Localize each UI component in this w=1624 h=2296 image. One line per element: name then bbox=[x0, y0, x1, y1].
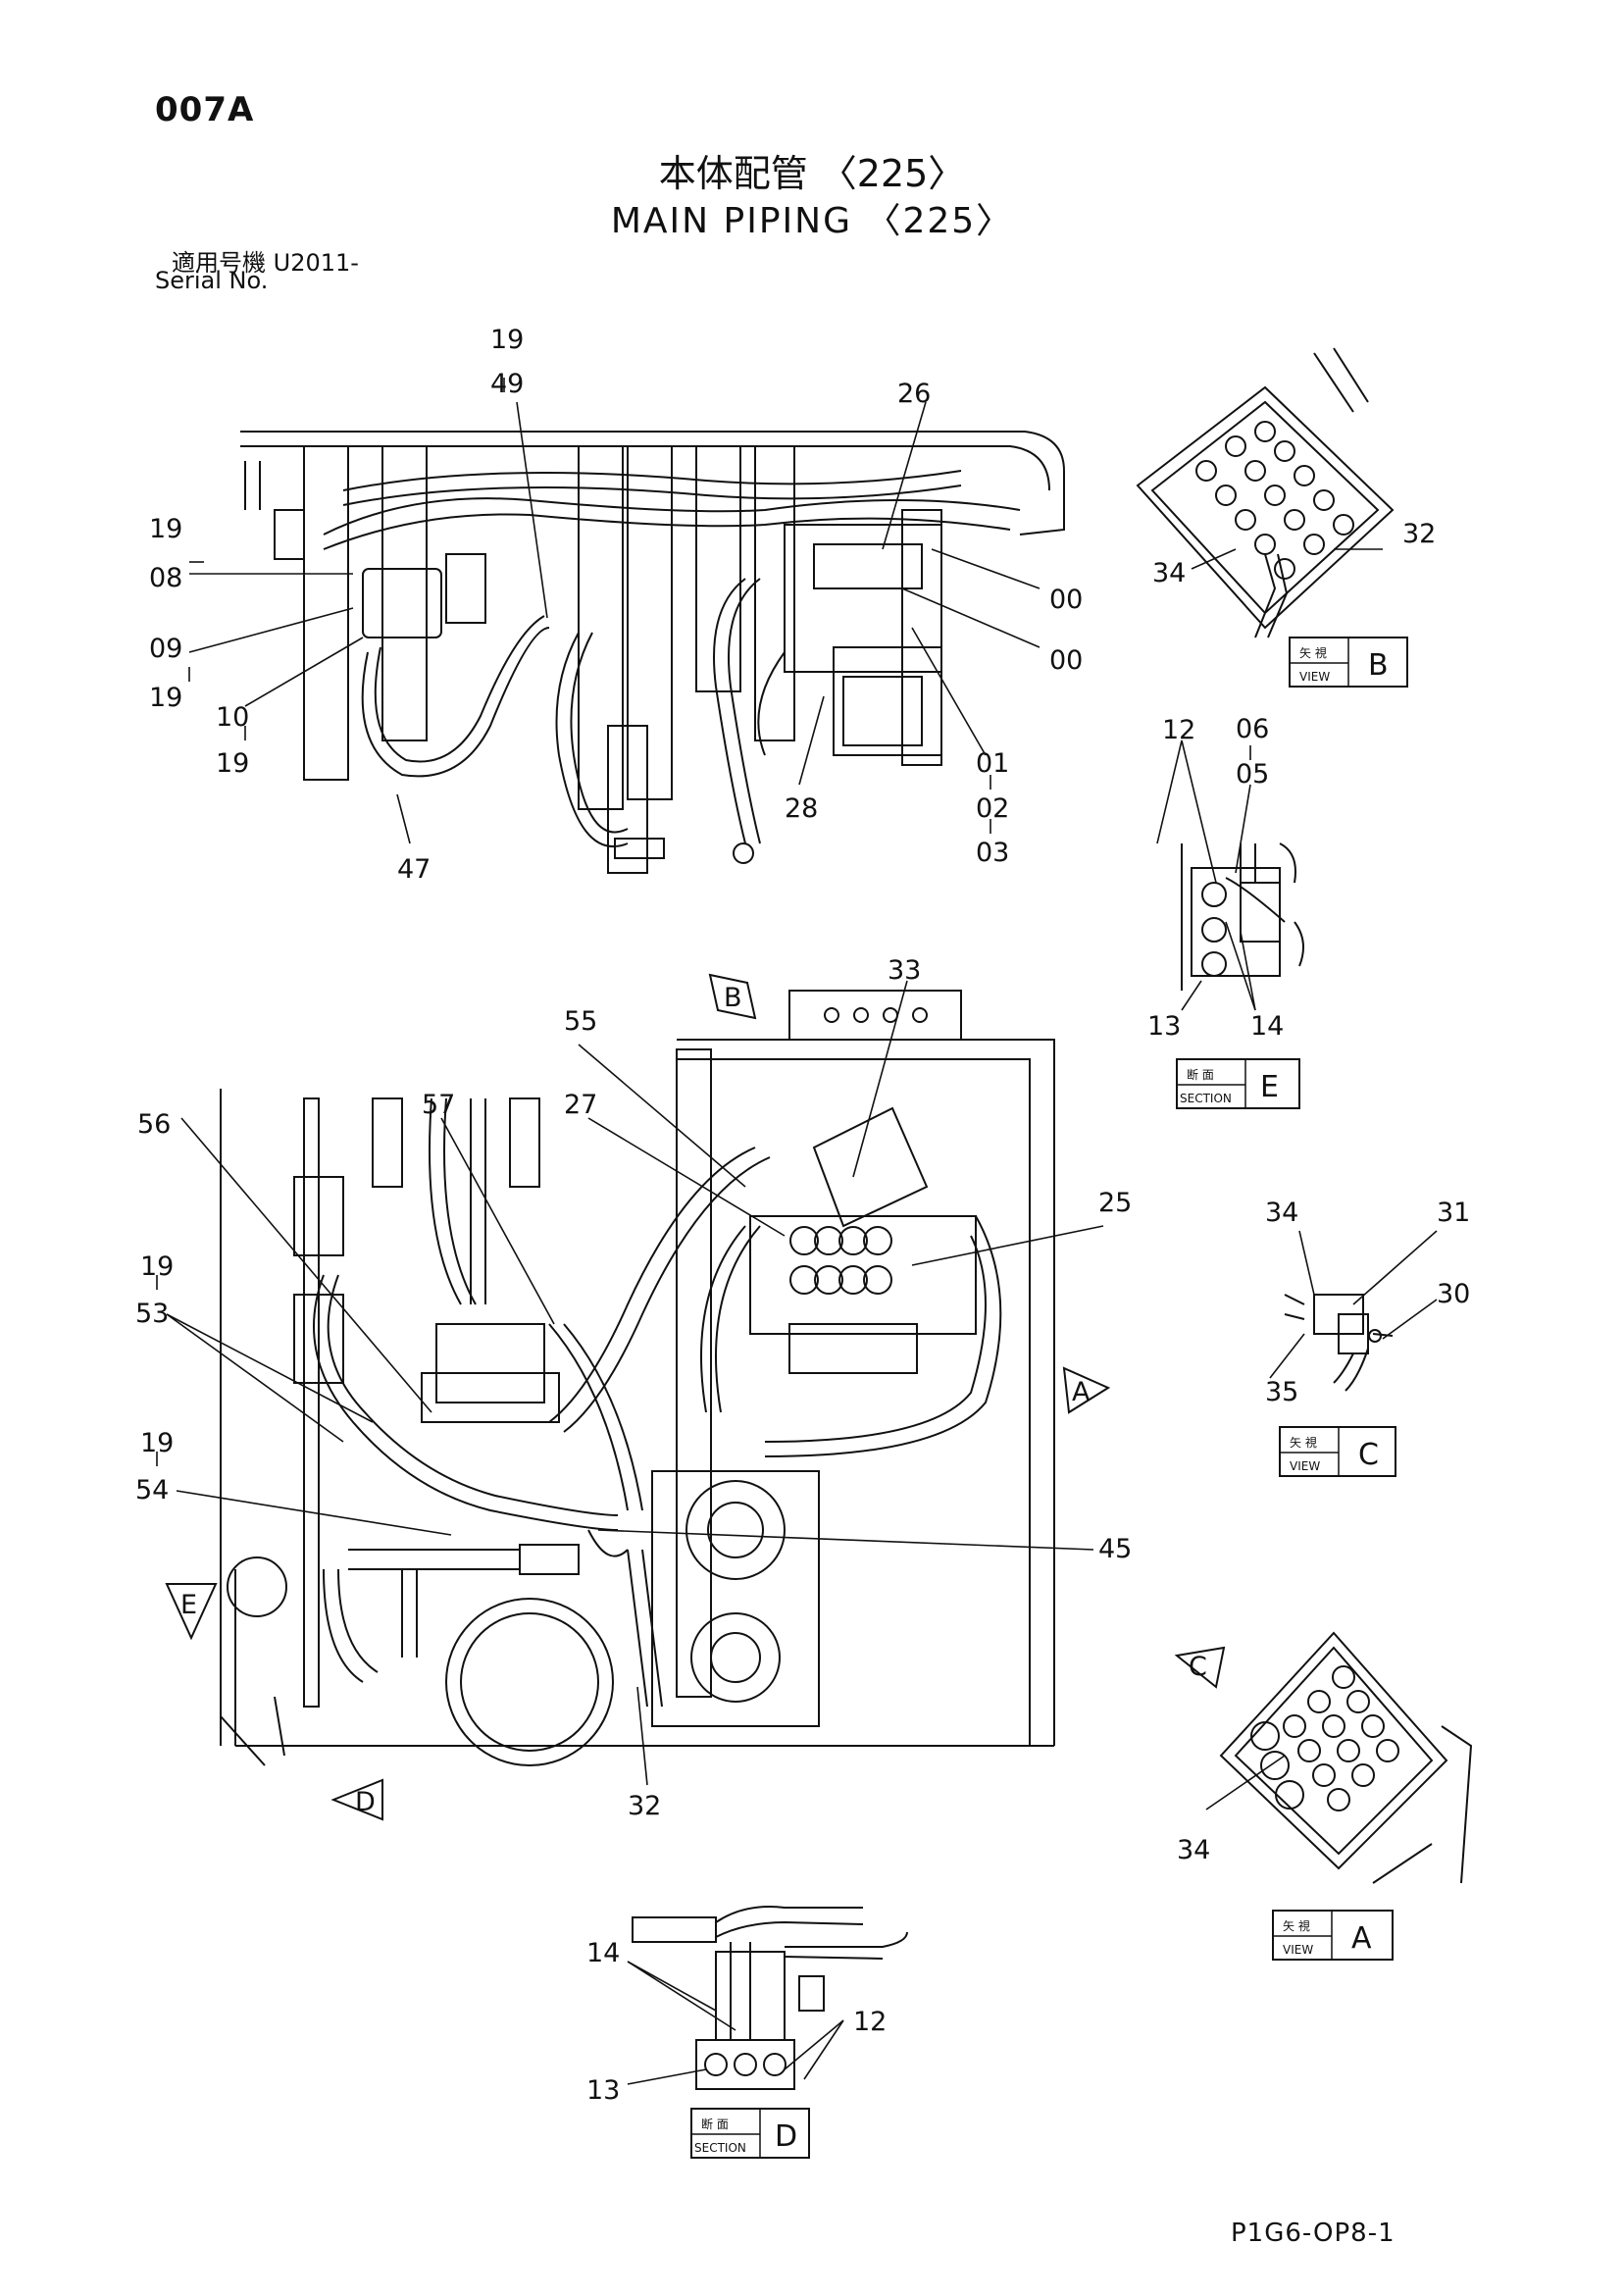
callout-14: 14 bbox=[586, 1938, 620, 1968]
callout-32: 32 bbox=[1402, 519, 1436, 549]
svg-text:VIEW: VIEW bbox=[1283, 1943, 1313, 1957]
callout-45: 45 bbox=[1098, 1534, 1132, 1564]
view-arrow-letters: B A E D C bbox=[180, 983, 1207, 1817]
view-d-letter: D bbox=[355, 1787, 376, 1817]
callout-19: 19 bbox=[149, 514, 182, 544]
svg-text:矢 視: 矢 視 bbox=[1283, 1918, 1310, 1933]
drawing-number: P1G6-OP8-1 bbox=[1231, 2219, 1396, 2248]
view-a-arrow bbox=[1062, 1366, 1111, 1414]
view-tag-a: 矢 視 VIEW A bbox=[1272, 1910, 1394, 1961]
callout-32: 32 bbox=[628, 1791, 661, 1821]
callout-labels: 19 49 26 19 08 09 19 10 19 00 00 01 02 0… bbox=[135, 325, 1470, 2106]
callout-30: 30 bbox=[1437, 1279, 1470, 1309]
middle-assembly bbox=[220, 990, 1055, 1766]
section-tag-e: 断 面 SECTION E bbox=[1176, 1058, 1300, 1109]
view-c-detail bbox=[1284, 1294, 1394, 1392]
callout-19: 19 bbox=[216, 748, 249, 779]
callout-57: 57 bbox=[422, 1090, 455, 1120]
callout-25: 25 bbox=[1098, 1188, 1132, 1218]
svg-text:C: C bbox=[1358, 1438, 1379, 1472]
section-d-detail bbox=[632, 1906, 908, 2090]
callout-13: 13 bbox=[586, 2075, 620, 2106]
callout-35: 35 bbox=[1265, 1377, 1298, 1407]
callout-19: 19 bbox=[140, 1251, 174, 1282]
view-a-valve bbox=[1219, 1631, 1473, 1884]
callout-27: 27 bbox=[564, 1090, 597, 1120]
view-c-arrow bbox=[1174, 1646, 1226, 1689]
callout-03: 03 bbox=[976, 838, 1009, 868]
callout-49: 49 bbox=[490, 369, 524, 399]
callout-12: 12 bbox=[853, 2007, 887, 2037]
callout-09: 09 bbox=[149, 634, 182, 664]
callout-19: 19 bbox=[490, 325, 524, 355]
callout-34: 34 bbox=[1265, 1198, 1298, 1228]
callout-02: 02 bbox=[976, 793, 1009, 824]
callout-33: 33 bbox=[888, 955, 921, 986]
view-e-letter: E bbox=[180, 1590, 197, 1620]
view-b-valve bbox=[1136, 347, 1395, 638]
section-tag-d: 断 面 SECTION D bbox=[690, 2108, 810, 2159]
svg-text:矢 視: 矢 視 bbox=[1290, 1435, 1317, 1450]
callout-34: 34 bbox=[1177, 1835, 1210, 1865]
callout-54: 54 bbox=[135, 1475, 169, 1505]
svg-text:A: A bbox=[1351, 1921, 1372, 1956]
svg-text:断 面: 断 面 bbox=[701, 2117, 729, 2131]
callout-14: 14 bbox=[1250, 1011, 1284, 1042]
callout-08: 08 bbox=[149, 563, 182, 593]
callout-12: 12 bbox=[1162, 715, 1195, 745]
callout-28: 28 bbox=[785, 793, 818, 824]
view-b-arrow bbox=[708, 973, 757, 1020]
svg-text:VIEW: VIEW bbox=[1290, 1459, 1320, 1473]
callout-00: 00 bbox=[1049, 645, 1083, 676]
svg-text:断 面: 断 面 bbox=[1187, 1067, 1214, 1082]
svg-text:SECTION: SECTION bbox=[694, 2141, 746, 2155]
callout-00: 00 bbox=[1049, 585, 1083, 615]
view-c-letter: C bbox=[1189, 1652, 1207, 1682]
callout-05: 05 bbox=[1236, 759, 1269, 790]
svg-text:D: D bbox=[775, 2119, 797, 2154]
callout-10: 10 bbox=[216, 702, 249, 733]
view-tag-b: 矢 視 VIEW B bbox=[1289, 637, 1408, 688]
callout-06: 06 bbox=[1236, 714, 1269, 744]
page-code: 007A bbox=[155, 90, 255, 129]
callout-53: 53 bbox=[135, 1299, 169, 1329]
svg-text:矢 視: 矢 視 bbox=[1299, 645, 1327, 660]
title-japanese: 本体配管 〈225〉 bbox=[658, 152, 966, 195]
callout-47: 47 bbox=[397, 854, 431, 885]
view-b-letter: B bbox=[724, 983, 742, 1013]
svg-text:B: B bbox=[1368, 648, 1389, 683]
svg-text:SECTION: SECTION bbox=[1180, 1092, 1232, 1105]
view-tag-c: 矢 視 VIEW C bbox=[1279, 1426, 1396, 1477]
callout-55: 55 bbox=[564, 1006, 597, 1037]
callout-31: 31 bbox=[1437, 1198, 1470, 1228]
svg-text:E: E bbox=[1260, 1070, 1279, 1104]
view-e-arrow bbox=[165, 1583, 218, 1641]
serial-label-english: Serial No. bbox=[155, 267, 269, 294]
view-d-arrow bbox=[330, 1778, 383, 1821]
callout-19: 19 bbox=[149, 683, 182, 713]
callout-56: 56 bbox=[137, 1109, 171, 1140]
callout-34: 34 bbox=[1152, 558, 1186, 588]
svg-text:VIEW: VIEW bbox=[1299, 670, 1330, 684]
callout-01: 01 bbox=[976, 748, 1009, 779]
top-assembly bbox=[240, 431, 1065, 874]
view-a-letter: A bbox=[1072, 1377, 1091, 1407]
title-english: MAIN PIPING 〈225〉 bbox=[610, 201, 1014, 241]
callout-19: 19 bbox=[140, 1428, 174, 1458]
serial-label-japanese: 適用号機 U2011- bbox=[172, 249, 359, 277]
callout-26: 26 bbox=[897, 379, 931, 409]
leader-lines bbox=[156, 378, 1438, 2085]
view-arrows bbox=[165, 973, 1226, 1821]
section-e-detail bbox=[1181, 842, 1304, 991]
callout-13: 13 bbox=[1147, 1011, 1181, 1042]
